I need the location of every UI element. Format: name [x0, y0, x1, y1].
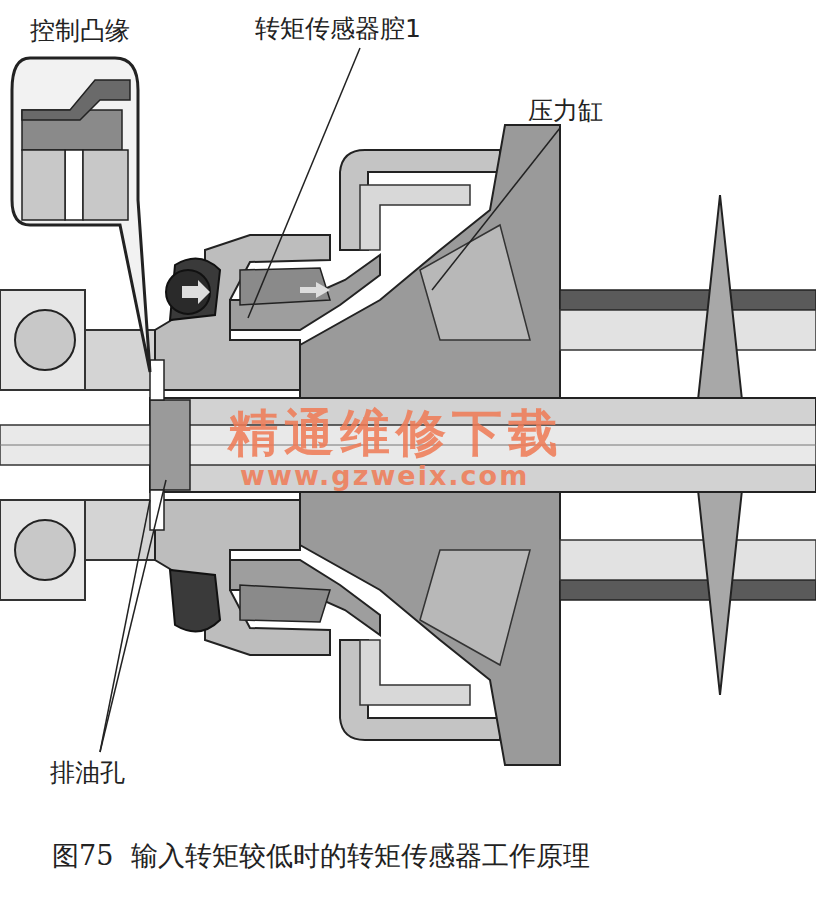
watermark: 精通维修下载: [228, 400, 564, 467]
figure-caption: 图75 输入转矩较低时的转矩传感器工作原理: [52, 838, 590, 874]
watermark-url: www.gzweix.com: [240, 460, 529, 491]
part-label: 控制凸缘: [30, 14, 130, 47]
part-label: 转矩传感器腔1: [255, 12, 421, 45]
part-label: 排油孔: [50, 756, 125, 789]
part-label: 压力缸: [528, 94, 603, 127]
